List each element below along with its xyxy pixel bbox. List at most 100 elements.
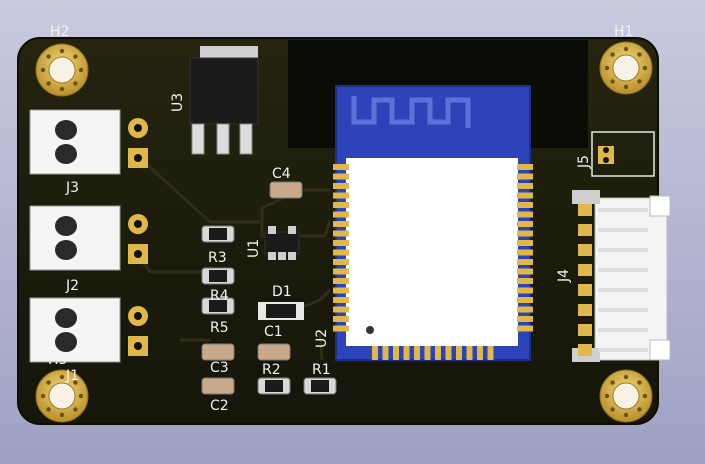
silkscreen-c4: C4 [272, 166, 291, 182]
j4-contact [598, 348, 648, 352]
silkscreen-u1: U1 [246, 239, 262, 258]
u2-pad [517, 221, 533, 227]
j5-connector [591, 131, 655, 177]
u2-pad [517, 259, 533, 265]
silkscreen-j5: J5 [576, 155, 592, 169]
u2-pad [517, 211, 533, 218]
silkscreen-c1: C1 [264, 324, 283, 340]
u2-pad [517, 183, 533, 189]
u2-pad [517, 230, 533, 237]
silkscreen-c3: C3 [210, 360, 229, 376]
j4-contact [598, 248, 648, 252]
c1-body [257, 343, 291, 361]
mounting-hole [35, 369, 89, 423]
j4-pin [578, 264, 592, 276]
u2-pad [333, 221, 349, 227]
j4-pin [578, 304, 592, 316]
u2-pad [333, 316, 349, 322]
silkscreen-r1: R1 [312, 362, 331, 378]
u2-pad [333, 278, 349, 284]
u3-regulator [189, 46, 259, 155]
j4-contact [598, 328, 648, 332]
silkscreen-j2: J2 [65, 278, 79, 294]
c2-body [201, 377, 235, 395]
silkscreen-d1: D1 [272, 284, 292, 300]
silkscreen-r2: R2 [262, 362, 281, 378]
silkscreen-j1: J1 [65, 368, 79, 384]
u2-pad [382, 346, 389, 360]
u2-pad [414, 346, 420, 360]
silkscreen-h2: H2 [50, 24, 69, 40]
mounting-hole [599, 369, 653, 423]
u2-pad [333, 192, 349, 199]
u2-pad [333, 230, 349, 237]
j4-contact [598, 308, 648, 312]
u2-pad [477, 346, 483, 360]
j4-contact [598, 208, 648, 212]
j4-pin [578, 224, 592, 236]
silkscreen-u3: U3 [170, 93, 186, 112]
u2-pad [456, 346, 462, 360]
u2-pad [333, 287, 349, 294]
c3-body [201, 343, 235, 361]
u2-pad [333, 183, 349, 189]
u2-pad [445, 346, 452, 360]
j4-pin [578, 204, 592, 216]
u2-pad [424, 346, 431, 360]
u2-pad [333, 249, 349, 256]
silkscreen-r4: R4 [210, 288, 229, 304]
j4-connector [572, 190, 671, 362]
silkscreen-j3: J3 [65, 180, 79, 196]
u1-ic [264, 226, 300, 260]
u2-pad [333, 306, 349, 313]
r3-body [201, 225, 235, 243]
j4-pin [578, 344, 592, 356]
u2-pad [333, 240, 349, 246]
u2-pad [517, 249, 533, 256]
u2-pad [333, 211, 349, 218]
mounting-hole [599, 41, 653, 95]
u2-pad [517, 164, 533, 170]
u2-pad [403, 346, 410, 360]
j4-contact [598, 268, 648, 272]
u2-pad [517, 306, 533, 313]
u2-wifi-module [335, 85, 531, 361]
silkscreen-c2: C2 [210, 398, 229, 414]
u2-pad [517, 287, 533, 294]
j4-contact [598, 288, 648, 292]
mounting-hole [35, 43, 89, 97]
r4-body [201, 267, 235, 285]
u2-pad [333, 268, 349, 275]
u2-pad [333, 259, 349, 265]
u2-pad [333, 202, 349, 208]
u2-pad [487, 346, 494, 360]
terminal-block [29, 205, 148, 271]
u2-pad [517, 278, 533, 284]
terminal-block [29, 109, 148, 175]
silkscreen-u2: U2 [314, 329, 330, 348]
u2-pad [333, 173, 349, 180]
u2-pad [517, 240, 533, 246]
u2-pad [333, 325, 349, 332]
u2-pad [517, 202, 533, 208]
terminal-block [29, 297, 148, 363]
silkscreen-j4: J4 [556, 269, 572, 283]
silkscreen-h3: H3 [48, 352, 67, 368]
r5-body [201, 297, 235, 315]
u2-pad [517, 173, 533, 180]
u2-pad [333, 164, 349, 170]
u2-pad [517, 316, 533, 322]
silkscreen-r3: R3 [208, 250, 227, 266]
u2-pad [517, 192, 533, 199]
j4-pin [578, 284, 592, 296]
u2-pad [435, 346, 441, 360]
u2-pad [333, 297, 349, 303]
u2-pad [372, 346, 378, 360]
u2-pad [517, 268, 533, 275]
j4-contact [598, 228, 648, 232]
j4-pin [578, 324, 592, 336]
d1-diode [258, 302, 304, 320]
silkscreen-r5: R5 [210, 320, 229, 336]
r1-body [303, 377, 337, 395]
u2-pad [466, 346, 473, 360]
